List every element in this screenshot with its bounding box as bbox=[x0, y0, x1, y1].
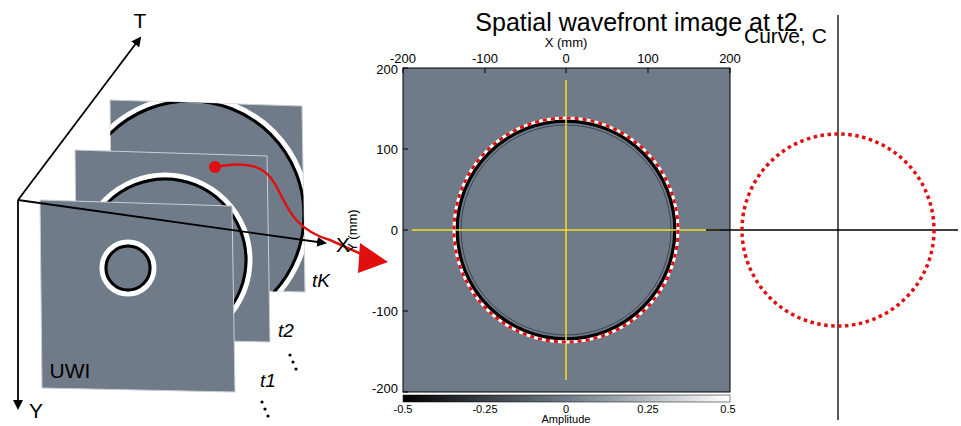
axis-label: -0.5 bbox=[394, 404, 413, 415]
axis-label: Y (mm) bbox=[346, 209, 359, 251]
axis-label: Amplitude bbox=[542, 414, 591, 425]
axis-label: 0 bbox=[562, 52, 569, 65]
axis-label: 200 bbox=[376, 63, 398, 76]
axis-label: -0.25 bbox=[472, 404, 497, 415]
3d-axes bbox=[18, 38, 325, 408]
wavefront-image bbox=[403, 68, 730, 402]
pointer-head bbox=[358, 243, 388, 273]
axis-label: Y bbox=[29, 400, 43, 421]
pointer-arrow bbox=[215, 164, 370, 258]
axis-label: -100 bbox=[372, 305, 398, 318]
axis-label: 200 bbox=[719, 52, 741, 65]
axis-label: 100 bbox=[376, 143, 398, 156]
axis-label: UWI bbox=[50, 360, 91, 381]
curve-plot bbox=[706, 15, 958, 420]
axis-label: 100 bbox=[637, 52, 659, 65]
frame-front bbox=[40, 200, 235, 392]
axis-label: 0 bbox=[391, 224, 398, 237]
axis-label: t2 bbox=[278, 321, 294, 340]
ellipsis-dots bbox=[260, 353, 297, 417]
axis-label: 0.5 bbox=[720, 404, 735, 415]
axis-label: X (mm) bbox=[545, 36, 588, 49]
axis-label: 0.25 bbox=[637, 404, 658, 415]
axis-label: -200 bbox=[372, 382, 398, 395]
axis-label: Curve, C bbox=[744, 25, 827, 46]
axis-label: t1 bbox=[260, 371, 276, 390]
axis-label: T bbox=[134, 10, 147, 31]
axis-label: -100 bbox=[472, 52, 498, 65]
axis-label: tK bbox=[312, 271, 330, 290]
